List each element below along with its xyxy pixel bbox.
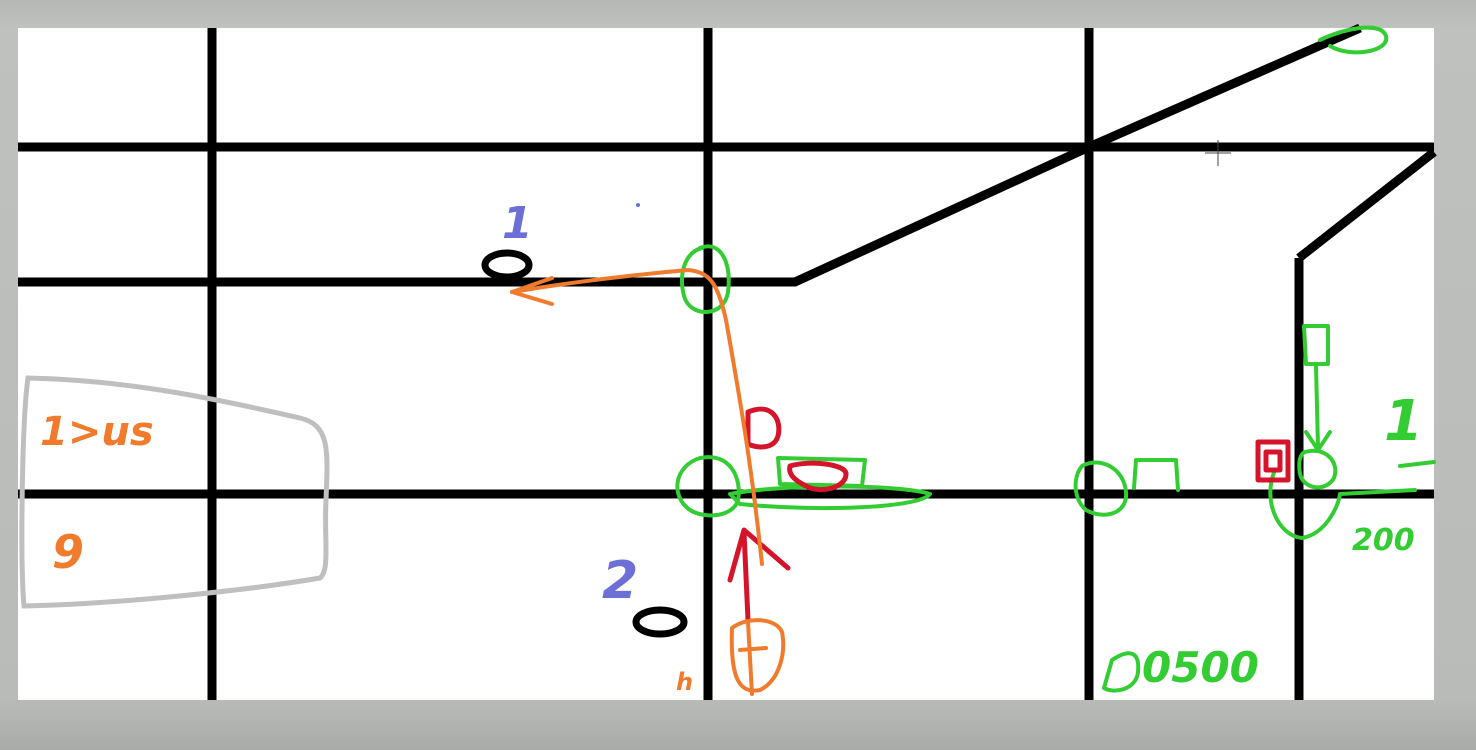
- crosshair-cursor-icon: [1205, 140, 1231, 166]
- green-label-number: 200: [1352, 523, 1415, 558]
- red-oval-mid: [787, 460, 849, 492]
- green-circle-mid: [675, 455, 741, 518]
- gray-outline-box: [19, 375, 330, 609]
- green-tick-far: [1398, 460, 1436, 468]
- green-loop-far: [1268, 468, 1417, 540]
- red-square-far: [1255, 439, 1291, 483]
- orange-small-label: h: [676, 668, 693, 696]
- red-square-inner: [1263, 449, 1283, 473]
- green-label-one: 1: [1384, 389, 1423, 454]
- black-oval-1: [481, 249, 533, 281]
- green-label-bottom: 0500: [1142, 643, 1259, 692]
- green-small-box: [1302, 324, 1330, 366]
- green-circle-far: [1297, 448, 1338, 490]
- green-markers: [675, 25, 1436, 693]
- orange-small-box-inner: [738, 620, 768, 696]
- black-oval-2: [632, 606, 688, 638]
- red-d-shape: [745, 406, 782, 450]
- red-arrow-up: [727, 527, 791, 623]
- whiteboard-surface[interactable]: [18, 28, 1434, 700]
- blue-label-two: 2: [602, 551, 638, 611]
- green-underline: [728, 484, 932, 511]
- green-bracket: [1132, 458, 1180, 492]
- green-top-right-mark: [1318, 25, 1389, 55]
- red-markers: [727, 406, 1291, 623]
- diagonal-line: [1296, 148, 1437, 262]
- orange-route-line: [510, 268, 764, 566]
- road-grid: [18, 23, 1437, 700]
- orange-note-group: 1>us 9: [40, 409, 154, 579]
- blue-dot: [636, 203, 640, 207]
- orange-note-row1: 1>us: [40, 409, 154, 455]
- horizontal-line-2: [18, 23, 1362, 287]
- blue-label-one: 1: [502, 198, 533, 249]
- green-d-shape: [1102, 651, 1141, 693]
- green-circle-top: [680, 244, 731, 314]
- orange-arrowhead: [510, 276, 554, 306]
- green-circle-right: [1073, 460, 1129, 517]
- orange-small-box: [729, 618, 786, 693]
- orange-note-row2: 9: [52, 525, 84, 579]
- green-rect-mid: [776, 456, 867, 488]
- orange-route: [510, 268, 786, 696]
